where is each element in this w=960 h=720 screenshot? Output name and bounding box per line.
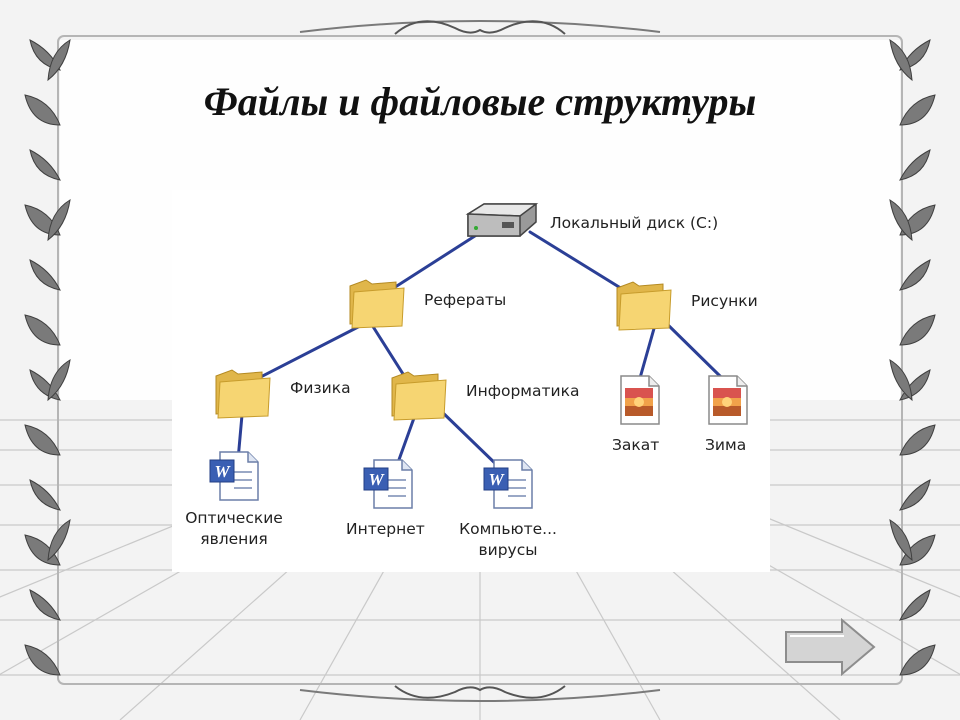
right-arrow-icon (785, 618, 876, 676)
file-label-zakat: Закат (612, 436, 660, 454)
folder-icon[interactable] (212, 362, 274, 420)
word-document-icon[interactable]: W (208, 450, 260, 502)
svg-text:W: W (214, 462, 231, 481)
connector-informatika-kompyute (438, 408, 502, 470)
diagram-panel (172, 190, 770, 572)
next-slide-button[interactable] (782, 618, 878, 676)
file-label-zima: Зима (705, 436, 747, 454)
connector-risunki-zakat (638, 323, 657, 380)
folder-label-risunki: Рисунки (691, 292, 758, 310)
drive-label: Локальный диск (C:) (550, 214, 719, 232)
folder-label-fizika: Физика (290, 379, 351, 397)
right-border-ornament (889, 39, 936, 676)
word-document-icon[interactable]: W (362, 458, 414, 510)
folder-icon[interactable] (613, 274, 675, 332)
folder-label-referaty: Рефераты (424, 291, 507, 309)
svg-text:W: W (488, 470, 505, 489)
file-label-internet: Интернет (346, 520, 425, 538)
decorative-frame (57, 20, 903, 702)
hard-drive-icon[interactable] (462, 200, 542, 244)
connector-referaty-fizika (243, 323, 364, 387)
svg-text:W: W (368, 470, 385, 489)
left-border-ornament (24, 39, 71, 676)
image-file-icon[interactable] (705, 374, 749, 426)
slide-title: Файлы и файловые структуры (203, 79, 757, 124)
folder-icon[interactable] (346, 272, 408, 330)
file-label-opticheskie: Оптические явления (185, 509, 283, 548)
folder-label-informatika: Информатика (466, 382, 580, 400)
folder-icon[interactable] (388, 364, 450, 422)
image-file-icon[interactable] (617, 374, 661, 426)
connector-risunki-zima (663, 320, 724, 380)
word-document-icon[interactable]: W (482, 458, 534, 510)
file-label-kompyute: Компьюте... вирусы (459, 520, 557, 559)
